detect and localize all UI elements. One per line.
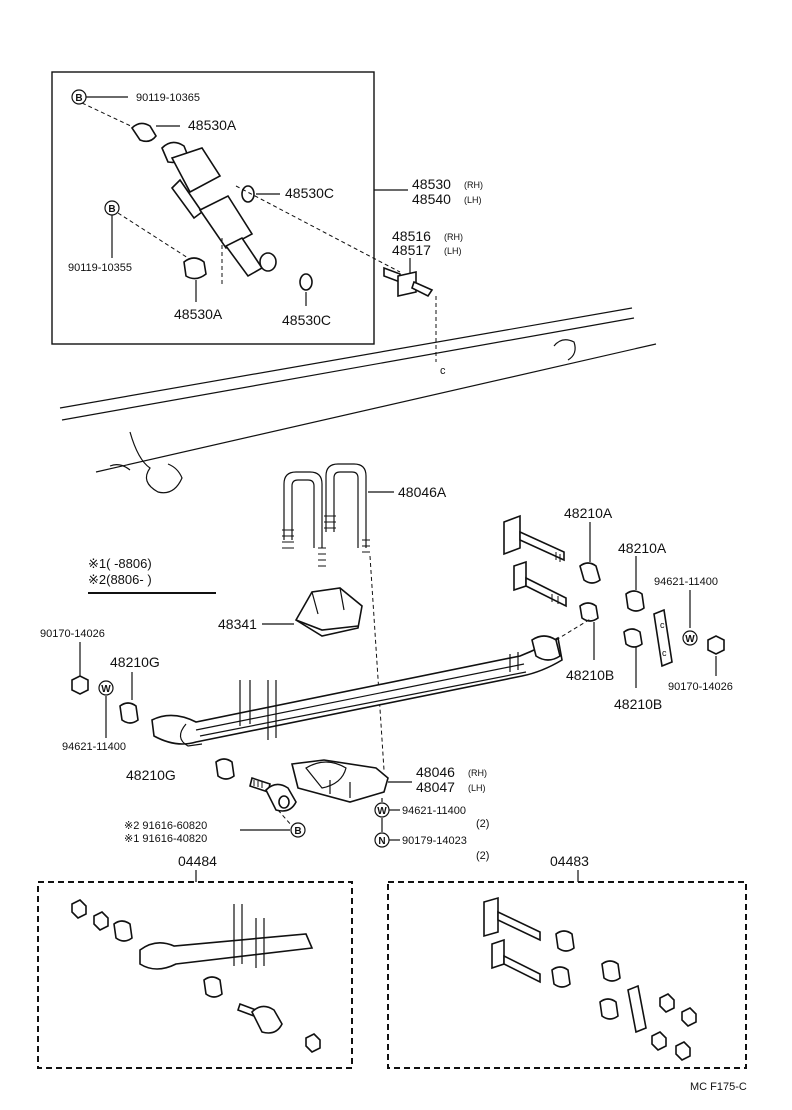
svg-text:W: W — [101, 684, 111, 695]
bush-48210a-2 — [625, 590, 645, 612]
label-94621-11400-right: 94621-11400 — [654, 576, 718, 588]
shock-mount-bracket — [383, 266, 434, 298]
bush-48210g-1 — [119, 702, 139, 724]
svg-text:(2): (2) — [476, 818, 489, 830]
ref-c: c — [440, 365, 446, 377]
bush-48530a-lower — [183, 257, 207, 280]
u-bolt-48046a — [282, 463, 370, 567]
svg-text:W: W — [377, 806, 387, 817]
label-04484: 04484 — [178, 853, 217, 869]
label-pin-1: ※1 91616-40820 — [124, 833, 207, 845]
label-48210g-bottom: 48210G — [126, 767, 176, 783]
shock-absorber — [130, 122, 277, 284]
label-48046a: 48046A — [398, 484, 447, 500]
label-48210a-1: 48210A — [564, 505, 613, 521]
footer-code: MC F175-C — [690, 1081, 747, 1093]
label-48530a-bottom: 48530A — [174, 306, 223, 322]
label-48530c-top: 48530C — [285, 185, 334, 201]
kit-04484-parts — [71, 899, 321, 1053]
svg-text:N: N — [378, 836, 385, 847]
svg-text:(RH): (RH) — [464, 180, 483, 190]
w-badge-left: W — [98, 680, 114, 696]
label-pin-2: ※2 91616-60820 — [124, 820, 207, 832]
label-94621-11400-plate: 94621-11400 — [402, 805, 466, 817]
svg-text:c: c — [662, 648, 667, 658]
label-90179-14023: 90179-14023 — [402, 835, 467, 847]
label-48046: 48046 — [416, 764, 455, 780]
b-badge-bottom: B — [290, 822, 306, 838]
label-48517: 48517 — [392, 242, 431, 258]
w-badge-bottom: W — [374, 802, 390, 818]
leaf-spring — [151, 635, 563, 747]
frame-rail — [59, 307, 657, 494]
svg-text:(LH): (LH) — [444, 246, 462, 256]
w-badge-right: W — [682, 630, 698, 646]
shackle-plate — [653, 608, 673, 668]
kit-04483-frame — [387, 881, 747, 1069]
n-badge: N — [374, 832, 390, 848]
nut-left — [71, 675, 89, 695]
label-48047: 48047 — [416, 779, 455, 795]
svg-text:B: B — [108, 204, 115, 215]
svg-text:(LH): (LH) — [468, 783, 486, 793]
label-48530c-bottom: 48530C — [282, 312, 331, 328]
note-1: ※1( -8806) — [88, 556, 152, 571]
b-badge-top: B — [71, 89, 87, 105]
b-badge-left: B — [104, 200, 120, 216]
label-90170-14026-right: 90170-14026 — [668, 681, 733, 693]
label-04483: 04483 — [550, 853, 589, 869]
label-48341: 48341 — [218, 616, 257, 632]
label-48210b-1: 48210B — [566, 667, 614, 683]
spring-plate — [291, 759, 389, 803]
label-48540: 48540 — [412, 191, 451, 207]
svg-text:B: B — [294, 826, 301, 837]
bush-48210a-1 — [579, 562, 601, 584]
svg-text:W: W — [685, 634, 695, 645]
shock-absorber-inset-frame — [51, 71, 375, 345]
nut-right — [707, 635, 725, 655]
label-94621-11400-left: 94621-11400 — [62, 741, 126, 753]
label-90119-10355: 90119-10355 — [68, 262, 132, 274]
spring-pin — [249, 776, 297, 812]
label-90119-10365: 90119-10365 — [136, 92, 200, 104]
label-48530a-top: 48530A — [188, 117, 237, 133]
svg-text:B: B — [75, 93, 82, 104]
svg-text:(2): (2) — [476, 850, 489, 862]
spring-seat-48341 — [294, 587, 363, 637]
svg-text:(LH): (LH) — [464, 195, 482, 205]
label-48530: 48530 — [412, 176, 451, 192]
bush-48210g-2 — [215, 758, 235, 780]
label-48210b-2: 48210B — [614, 696, 662, 712]
label-48516: 48516 — [392, 228, 431, 244]
bush-48210b-2 — [623, 628, 643, 648]
label-90170-14026-left: 90170-14026 — [40, 628, 105, 640]
bush-48530c-lower — [299, 273, 313, 291]
spring-hanger-bracket — [503, 514, 567, 608]
label-48210a-2: 48210A — [618, 540, 667, 556]
note-2: ※2(8806- ) — [88, 572, 152, 587]
bush-48210b-1 — [579, 602, 599, 622]
svg-text:(RH): (RH) — [468, 768, 487, 778]
kit-04483-parts — [483, 896, 697, 1061]
svg-text:(RH): (RH) — [444, 232, 463, 242]
svg-text:c: c — [660, 620, 665, 630]
label-48210g-top: 48210G — [110, 654, 160, 670]
